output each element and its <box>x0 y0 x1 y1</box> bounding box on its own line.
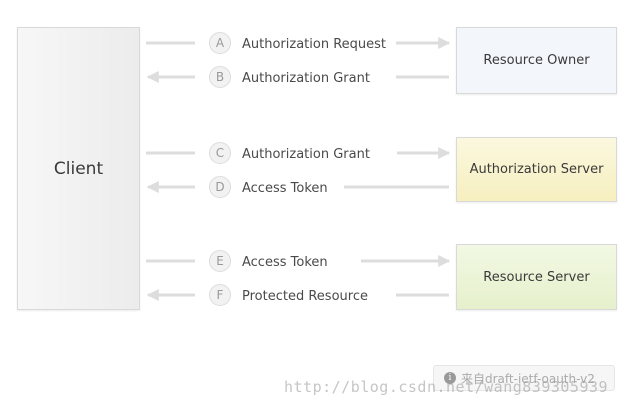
info-icon: i <box>444 372 456 384</box>
resource-owner-label: Resource Owner <box>483 53 590 68</box>
step-e-badge: E <box>209 250 231 272</box>
step-c-label: Authorization Grant <box>242 147 370 162</box>
resource-server-box: Resource Server <box>456 244 617 310</box>
resource-owner-box: Resource Owner <box>456 27 617 94</box>
step-f-badge: F <box>209 284 231 306</box>
step-d-badge: D <box>209 176 231 198</box>
source-badge: i 来自draft-ietf-oauth-v2 <box>433 365 615 391</box>
watermark-url: http://blog.csdn.net/wang839305939 <box>284 378 609 396</box>
step-a-label: Authorization Request <box>242 37 387 52</box>
step-a-badge: A <box>209 32 231 54</box>
authorization-server-box: Authorization Server <box>456 137 617 202</box>
source-badge-text: 来自draft-ietf-oauth-v2 <box>461 371 595 386</box>
step-d-label: Access Token <box>242 181 328 196</box>
resource-server-label: Resource Server <box>483 269 590 285</box>
authorization-server-label: Authorization Server <box>469 162 604 177</box>
step-c-badge: C <box>209 142 231 164</box>
step-e-label: Access Token <box>242 255 328 270</box>
client-label: Client <box>53 158 104 179</box>
step-b-badge: B <box>209 66 231 88</box>
client-box: Client <box>17 27 140 310</box>
step-b-label: Authorization Grant <box>242 71 370 86</box>
step-f-label: Protected Resource <box>242 289 368 304</box>
